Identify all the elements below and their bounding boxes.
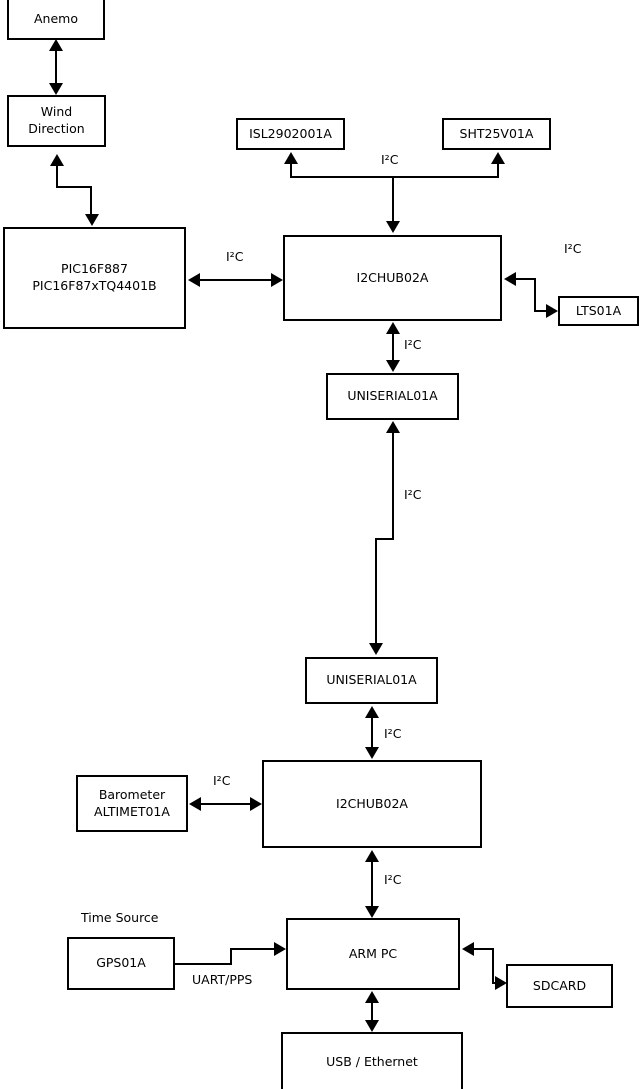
node-barometer-altimet01a-label: Barometer ALTIMET01A: [94, 786, 170, 819]
node-pic-mcu-label: PIC16F887 PIC16F87xTQ4401B: [32, 261, 157, 293]
edge-label-i2c-hub-uniserial: I²C: [404, 337, 422, 352]
connector-armpc-sdcard-seg2: [492, 948, 494, 983]
arrowhead-armpc-right: [274, 942, 286, 956]
arrowhead-hub-bottom-right: [250, 797, 262, 811]
node-gps01a[interactable]: GPS01A: [67, 937, 175, 990]
edge-label-i2c-hub-lts: I²C: [564, 241, 582, 256]
node-uniserial01a-bottom[interactable]: UNISERIAL01A: [305, 657, 438, 704]
arrowhead-uniserial-top-down: [386, 360, 400, 372]
arrowhead-wind-up: [50, 154, 64, 166]
arrowhead-barometer-left: [189, 797, 201, 811]
arrowhead-hub-bottom-up2: [365, 850, 379, 862]
arrowhead-anemo-up: [49, 39, 63, 51]
node-gps01a-label: GPS01A: [96, 955, 146, 971]
arrowhead-armpc-down: [365, 906, 379, 918]
arrowhead-hub-bottom-top-down: [365, 747, 379, 759]
arrowhead-armpc-up: [365, 991, 379, 1003]
node-wind-direction[interactable]: Wind Direction: [7, 95, 106, 147]
connector-wind-pic-seg1: [56, 164, 58, 188]
connector-bus-to-isl: [290, 164, 292, 178]
arrowhead-hub-lts-left: [504, 272, 516, 286]
arrowhead-hub-top-down: [386, 221, 400, 233]
node-isl2902001a-label: ISL2902001A: [249, 125, 332, 141]
connector-anemo-wind: [55, 48, 57, 89]
arrowhead-isl-up: [284, 152, 298, 164]
connector-sensor-bus-horizontal: [290, 176, 499, 178]
arrowhead-sdcard-right: [495, 976, 507, 990]
edge-label-uart-pps: UART/PPS: [192, 972, 253, 987]
connector-bus-to-sht: [497, 164, 499, 178]
connector-uniserial-link-seg1: [392, 432, 394, 539]
arrowhead-pic-left: [188, 273, 200, 287]
arrowhead-pic-down: [85, 214, 99, 226]
connector-hub-uniserial: [392, 332, 394, 362]
node-i2chub02a-bottom[interactable]: I2CHUB02A: [262, 760, 482, 848]
connector-hub-lts-seg3: [534, 310, 548, 312]
connector-barometer-hub: [199, 803, 252, 805]
connector-bus-to-hub: [392, 176, 394, 223]
arrowhead-uniserial-bottom-up: [365, 706, 379, 718]
connector-gps-armpc-seg2: [230, 948, 232, 965]
node-isl2902001a[interactable]: ISL2902001A: [236, 118, 345, 150]
connector-uniserial-hub-bottom: [371, 716, 373, 749]
node-sht25v01a[interactable]: SHT25V01A: [442, 118, 551, 150]
node-arm-pc-label: ARM PC: [348, 945, 398, 961]
edge-label-i2c-uniserial-link: I²C: [404, 487, 422, 502]
edge-label-i2c-hub-armpc: I²C: [384, 872, 402, 887]
connector-wind-pic-seg3: [90, 186, 92, 217]
arrowhead-wind-down: [49, 83, 63, 95]
connector-wind-pic-seg2: [56, 186, 92, 188]
edge-label-i2c-pic-hub: I²C: [226, 249, 244, 264]
arrowhead-armpc-sdcard-left: [462, 942, 474, 956]
connector-hub-armpc: [371, 860, 373, 908]
node-lts01a-label: LTS01A: [575, 302, 622, 318]
connector-gps-armpc-seg1: [175, 963, 232, 965]
node-lts01a[interactable]: LTS01A: [558, 296, 639, 326]
node-anemo[interactable]: Anemo: [7, 0, 105, 40]
connector-uniserial-link-seg3: [375, 538, 377, 645]
node-i2chub02a-bottom-label: I2CHUB02A: [336, 795, 408, 811]
node-sdcard[interactable]: SDCARD: [506, 964, 613, 1008]
edge-label-i2c-sensors-bus: I²C: [381, 152, 399, 167]
node-uniserial01a-top-label: UNISERIAL01A: [347, 388, 438, 404]
arrowhead-usb-down: [365, 1020, 379, 1032]
node-uniserial01a-top[interactable]: UNISERIAL01A: [326, 373, 459, 420]
node-sdcard-label: SDCARD: [532, 977, 587, 993]
arrowhead-uniserial-bottom-down: [369, 643, 383, 655]
node-barometer-altimet01a[interactable]: Barometer ALTIMET01A: [76, 775, 188, 832]
connector-pic-hub: [198, 279, 272, 281]
node-wind-direction-label: Wind Direction: [28, 104, 85, 136]
connector-armpc-usb: [371, 1000, 373, 1024]
connector-hub-lts-seg1: [514, 278, 536, 280]
connector-uniserial-link-seg2: [375, 538, 394, 540]
node-anemo-label: Anemo: [34, 10, 78, 26]
node-sht25v01a-label: SHT25V01A: [459, 125, 534, 141]
edge-label-i2c-barometer-hub: I²C: [213, 773, 231, 788]
edge-label-i2c-uniserial-hub-bottom: I²C: [384, 726, 402, 741]
node-i2chub02a-top-label: I2CHUB02A: [356, 269, 429, 285]
node-uniserial01a-bottom-label: UNISERIAL01A: [326, 672, 417, 688]
node-i2chub02a-top[interactable]: I2CHUB02A: [283, 235, 502, 321]
annotation-time-source: Time Source: [81, 910, 159, 925]
connector-hub-lts-seg2: [534, 278, 536, 311]
node-pic-mcu[interactable]: PIC16F887 PIC16F87xTQ4401B: [3, 227, 186, 329]
connector-gps-armpc-seg3: [230, 948, 275, 950]
node-usb-ethernet[interactable]: USB / Ethernet: [281, 1032, 463, 1089]
arrowhead-uniserial-top-up: [386, 421, 400, 433]
node-usb-ethernet-label: USB / Ethernet: [326, 1053, 418, 1069]
arrowhead-lts-right: [546, 304, 558, 318]
arrowhead-sht-up: [491, 152, 505, 164]
connector-armpc-sdcard-seg1: [472, 948, 494, 950]
node-arm-pc[interactable]: ARM PC: [286, 918, 460, 990]
arrowhead-hub-bottom-up: [386, 322, 400, 334]
arrowhead-hub-right: [271, 273, 283, 287]
